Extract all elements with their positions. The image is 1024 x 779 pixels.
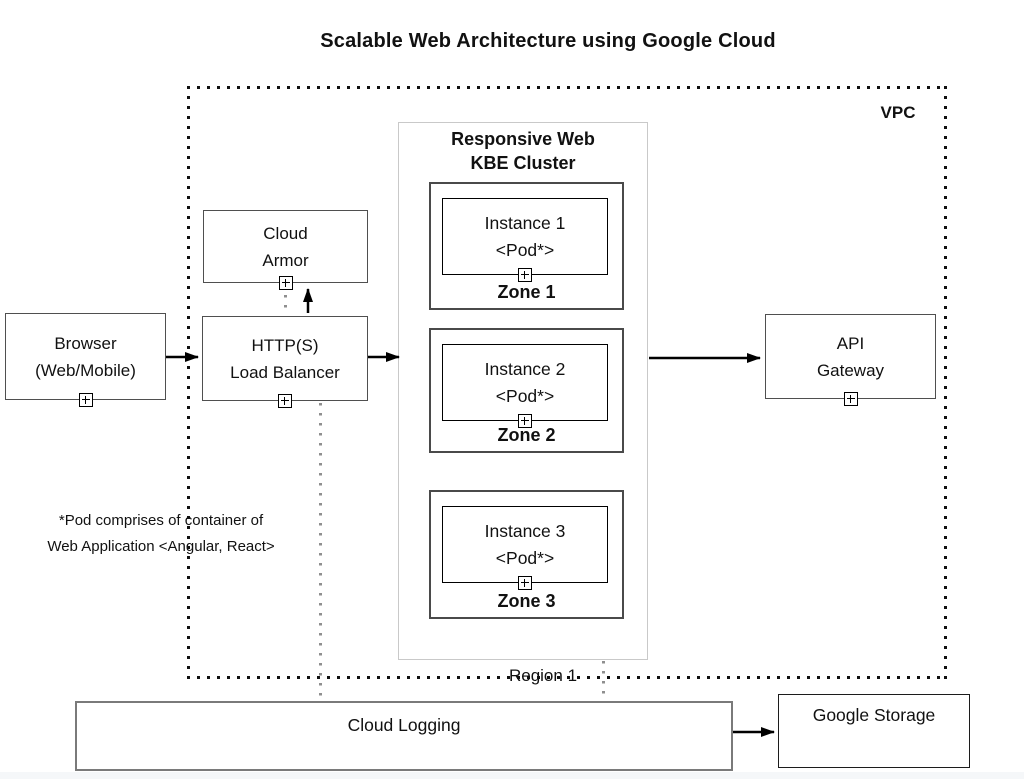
cluster-title-line2: KBE Cluster — [470, 153, 576, 173]
node-load-balancer[interactable]: HTTP(S) Load Balancer — [202, 316, 368, 408]
pod-footnote: *Pod comprises of container of Web Appli… — [0, 508, 322, 559]
load-balancer-label-line2: Load Balancer — [230, 362, 340, 382]
instance-3-pod-label: <Pod*> — [495, 547, 555, 568]
zone-3-box[interactable]: Instance 3 <Pod*> Zone 3 — [429, 490, 624, 619]
cluster-title: Responsive Web KBE Cluster — [399, 127, 647, 175]
node-browser[interactable]: Browser (Web/Mobile) — [5, 313, 166, 407]
collapse-plus-icon[interactable] — [78, 393, 93, 407]
google-storage-label: Google Storage — [812, 705, 936, 725]
cloud-armor-label-line1: Cloud — [263, 223, 308, 243]
instance-2-label: Instance 2 — [484, 358, 566, 379]
browser-label-line1: Browser — [54, 333, 117, 353]
collapse-plus-icon[interactable] — [843, 392, 858, 406]
connector-cluster-to-cloud-logging — [602, 661, 605, 701]
node-cloud-armor[interactable]: Cloud Armor — [203, 210, 368, 290]
node-cloud-logging[interactable]: Cloud Logging — [75, 701, 733, 771]
load-balancer-label-line1: HTTP(S) — [251, 335, 319, 355]
bottom-strip — [0, 772, 1024, 779]
api-gateway-label-line1: API — [836, 333, 865, 353]
cloud-armor-label-line2: Armor — [262, 250, 309, 270]
pod-footnote-line2: Web Application <Angular, React> — [47, 537, 275, 555]
vpc-label: VPC — [880, 103, 916, 122]
instance-1-box[interactable]: Instance 1 <Pod*> — [442, 198, 608, 282]
diagram-title: Scalable Web Architecture using Google C… — [320, 30, 776, 52]
cloud-logging-label: Cloud Logging — [347, 715, 461, 735]
zone-2-box[interactable]: Instance 2 <Pod*> Zone 2 — [429, 328, 624, 453]
region-label: Region 1 — [508, 666, 578, 685]
pod-footnote-line1: *Pod comprises of container of — [58, 512, 264, 529]
node-api-gateway[interactable]: API Gateway — [765, 314, 936, 406]
cluster-title-line1: Responsive Web — [451, 129, 595, 149]
collapse-plus-icon[interactable] — [278, 394, 292, 408]
vpc-boundary — [187, 86, 947, 679]
collapse-plus-icon[interactable] — [518, 414, 532, 428]
instance-1-pod-label: <Pod*> — [495, 239, 555, 260]
collapse-plus-icon[interactable] — [518, 576, 532, 590]
instance-2-box[interactable]: Instance 2 <Pod*> — [442, 344, 608, 428]
zone-1-label: Zone 1 — [497, 282, 556, 302]
vpc-border-top — [187, 86, 947, 89]
vpc-border-bottom — [187, 676, 947, 679]
api-gateway-label-line2: Gateway — [816, 360, 885, 380]
vpc-border-right — [944, 86, 947, 679]
instance-2-pod-label: <Pod*> — [495, 385, 555, 406]
zone-2-label: Zone 2 — [497, 425, 556, 445]
zone-3-label: Zone 3 — [497, 591, 556, 611]
collapse-plus-icon[interactable] — [518, 268, 532, 282]
vpc-border-left — [187, 86, 190, 679]
kbe-cluster-container[interactable]: Responsive Web KBE Cluster Instance 1 <P… — [398, 122, 648, 660]
instance-3-label: Instance 3 — [484, 520, 566, 541]
instance-3-box[interactable]: Instance 3 <Pod*> — [442, 506, 608, 590]
collapse-plus-icon[interactable] — [278, 276, 293, 290]
instance-1-label: Instance 1 — [484, 212, 566, 233]
connector-lb-to-cloud-logging — [319, 403, 322, 700]
node-google-storage[interactable]: Google Storage — [778, 694, 970, 768]
zone-1-box[interactable]: Instance 1 <Pod*> Zone 1 — [429, 182, 624, 310]
connector-cloud-armor-to-lb — [284, 285, 287, 315]
browser-label-line2: (Web/Mobile) — [35, 360, 136, 380]
